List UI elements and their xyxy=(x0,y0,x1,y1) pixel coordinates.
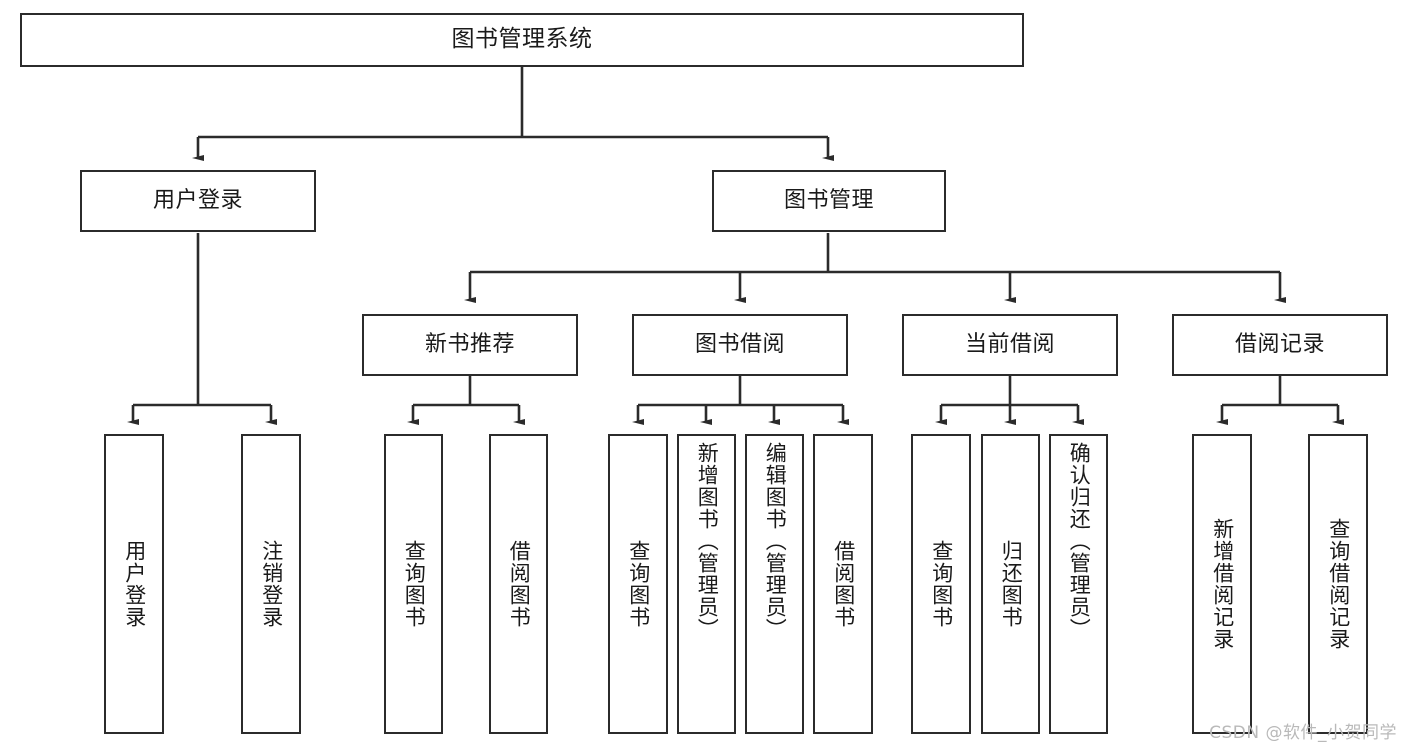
csdn-watermark: CSDN @软件_小贺同学 xyxy=(1209,723,1397,743)
leaf-label: 用户登录 xyxy=(122,540,147,628)
leaf-label: 归还图书 xyxy=(999,540,1024,628)
leaf-label: 借阅图书 xyxy=(507,540,532,628)
leaf-record-query[interactable]: 查询借阅记录 xyxy=(1308,434,1368,734)
leaf-borrow-add-book[interactable]: 新增图书（管理员） xyxy=(677,434,736,734)
leaf-label: 查询图书 xyxy=(626,540,651,628)
leaf-current-confirm-return[interactable]: 确认归还（管理员） xyxy=(1049,434,1108,734)
leaf-borrow-borrow-book[interactable]: 借阅图书 xyxy=(813,434,873,734)
leaf-current-return-book[interactable]: 归还图书 xyxy=(981,434,1040,734)
leaf-new-book-query[interactable]: 查询图书 xyxy=(384,434,443,734)
leaf-label: 新增借阅记录 xyxy=(1210,518,1235,650)
node-root-system[interactable]: 图书管理系统 xyxy=(20,13,1024,67)
node-new-book-recommend[interactable]: 新书推荐 xyxy=(362,314,578,376)
leaf-borrow-query-book[interactable]: 查询图书 xyxy=(608,434,668,734)
leaf-label: 借阅图书 xyxy=(831,540,856,628)
leaf-label: 注销登录 xyxy=(259,540,284,628)
node-book-management[interactable]: 图书管理 xyxy=(712,170,946,232)
node-user-login[interactable]: 用户登录 xyxy=(80,170,316,232)
leaf-label: 查询图书 xyxy=(402,540,427,628)
leaf-label: 查询借阅记录 xyxy=(1326,518,1351,650)
leaf-user-login-login[interactable]: 用户登录 xyxy=(104,434,164,734)
leaf-user-login-logout[interactable]: 注销登录 xyxy=(241,434,301,734)
node-borrow-record[interactable]: 借阅记录 xyxy=(1172,314,1388,376)
leaf-borrow-edit-book[interactable]: 编辑图书（管理员） xyxy=(745,434,804,734)
node-book-borrow[interactable]: 图书借阅 xyxy=(632,314,848,376)
leaf-label: 确认归还（管理员） xyxy=(1067,442,1092,640)
leaf-current-query-book[interactable]: 查询图书 xyxy=(911,434,971,734)
leaf-record-add[interactable]: 新增借阅记录 xyxy=(1192,434,1252,734)
leaf-new-book-borrow[interactable]: 借阅图书 xyxy=(489,434,548,734)
leaf-label: 编辑图书（管理员） xyxy=(763,442,788,640)
leaf-label: 查询图书 xyxy=(929,540,954,628)
node-current-borrow[interactable]: 当前借阅 xyxy=(902,314,1118,376)
leaf-label: 新增图书（管理员） xyxy=(695,442,720,640)
